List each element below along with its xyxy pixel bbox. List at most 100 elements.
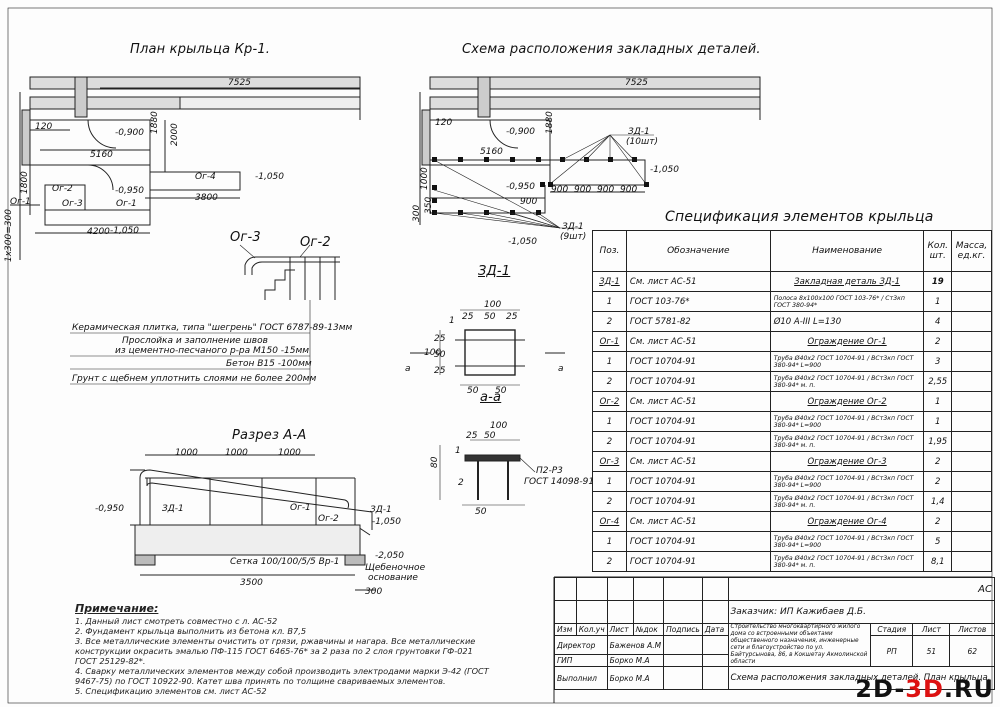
- zd1-dim-50b: 50: [434, 350, 446, 360]
- spec-cell-pos: 1: [592, 411, 627, 432]
- spec-cell-qty: 1: [923, 411, 952, 432]
- project-name: Строительство многоквартирного жилого до…: [727, 623, 872, 667]
- railing-sketch-linework: [239, 244, 340, 300]
- spec-cell-pos: Ог-1: [592, 331, 627, 352]
- spec-cell-pos: 2: [592, 371, 627, 392]
- plan-dim-7525: 7525: [228, 78, 251, 88]
- zd1-dim-25d: 25: [434, 366, 446, 376]
- spec-cell-designation: ГОСТ 10704-91: [625, 431, 771, 452]
- zd1-weld-gost: ГОСТ 14098-91: [524, 477, 595, 487]
- scheme-dim-1000: 1000: [420, 167, 430, 190]
- stage-value: РП: [870, 635, 914, 667]
- role-director: Директор: [554, 635, 608, 655]
- railing-label-og3: Ог-3: [230, 230, 261, 245]
- spec-cell-name: Труба Ø40х2 ГОСТ 10704-91 / ВСт3кп ГОСТ …: [769, 531, 925, 552]
- layer-4: Бетон В15 -100мм: [226, 359, 312, 369]
- stamp-col-list: Лист: [606, 623, 634, 636]
- plan-level-1050b: -1,050: [110, 226, 140, 236]
- zd1-aa-dim-80: 80: [430, 456, 440, 468]
- note-line: 1. Данный лист смотреть совместно с л. А…: [75, 616, 278, 626]
- spec-cell-name: Труба Ø40х2 ГОСТ 10704-91 / ВСт3кп ГОСТ …: [769, 371, 925, 392]
- spec-cell-name: Ограждение Ог-2: [769, 391, 925, 412]
- spec-cell-qty: 19: [923, 271, 952, 292]
- note-line: конструкции окрасить эмалью ПФ-115 ГОСТ …: [75, 646, 473, 656]
- spec-cell-designation: См. лист АС-51: [625, 391, 771, 412]
- scheme-zd1-bottom: ЗД-1: [562, 222, 584, 232]
- scheme-dim-900-5: 900: [520, 197, 538, 207]
- scheme-dim-7525: 7525: [625, 78, 648, 88]
- scheme-title: Схема расположения закладных деталей.: [462, 42, 761, 57]
- spec-cell-pos: 2: [592, 431, 627, 452]
- zd1-dim-100b: 100: [424, 348, 442, 358]
- spec-cell-name: Труба Ø40х2 ГОСТ 10704-91 / ВСт3кп ГОСТ …: [769, 431, 925, 452]
- sheets-header: Листов: [949, 623, 995, 636]
- spec-cell-name: Труба Ø40х2 ГОСТ 10704-91 / ВСт3кп ГОСТ …: [769, 351, 925, 372]
- stamp-col-ndoc: №док: [632, 623, 665, 636]
- sheet-value: 51: [912, 635, 951, 667]
- plan-level-0950: -0,950: [115, 186, 145, 196]
- section-dim-1000-b: 1000: [225, 448, 248, 458]
- notes-heading: Примечание:: [75, 602, 159, 615]
- scheme-dim-900-2: 900: [574, 185, 592, 195]
- spec-cell-qty: 1: [923, 291, 952, 312]
- sheets-value: 62: [949, 635, 995, 667]
- scheme-zd1-bottom-qty: (9шт): [560, 232, 587, 242]
- spec-cell-designation: См. лист АС-51: [625, 451, 771, 472]
- spec-cell-pos: 2: [592, 311, 627, 332]
- spec-cell-mass: [951, 511, 992, 532]
- spec-cell-mass: [951, 451, 992, 472]
- scheme-dim-1880: 1880: [545, 111, 555, 134]
- plan-linework: [10, 76, 361, 260]
- role-executor: Выполнил: [554, 666, 608, 690]
- watermark: 2D-3D.RU: [855, 675, 994, 703]
- plan-label-og3: Ог-3: [62, 199, 83, 209]
- plan-dim-1x300: 1х300=300: [4, 209, 14, 262]
- note-line: 3. Все металлические элементы очистить о…: [75, 636, 476, 646]
- spec-cell-qty: 2: [923, 451, 952, 472]
- note-line: 5. Спецификацию элементов см. лист АС-52: [75, 686, 267, 696]
- spec-cell-qty: 1,95: [923, 431, 952, 452]
- spec-cell-designation: См. лист АС-51: [625, 331, 771, 352]
- zd1-cut-a-right: а: [558, 364, 564, 374]
- plan-dim-4200: 4200: [87, 227, 110, 237]
- scheme-zd1-top: ЗД-1: [628, 127, 650, 137]
- spec-title: Спецификация элементов крыльца: [665, 209, 934, 225]
- spec-cell-qty: 1,4: [923, 491, 952, 512]
- zd1-dim-50c: 50: [467, 386, 479, 396]
- zd1-aa-dim-50b: 50: [475, 507, 487, 517]
- scheme-dim-900-4: 900: [620, 185, 638, 195]
- zd1-aa-pos-1: 1: [455, 446, 461, 456]
- plan-title: План крыльца Кр-1.: [130, 42, 271, 57]
- section-linework: [130, 454, 375, 591]
- section-level-0950: -0,950: [95, 504, 125, 514]
- spec-cell-designation: См. лист АС-51: [625, 271, 771, 292]
- stamp-col-signature: Подпись: [663, 623, 703, 636]
- notes-block: Примечание: 1. Данный лист смотреть совм…: [75, 602, 489, 696]
- layer-3: из цементно-песчаного р-ра М150 -15мм: [115, 346, 310, 356]
- spec-cell-pos: 2: [592, 551, 627, 572]
- spec-header-designation: Обозначение: [625, 230, 771, 272]
- spec-cell-designation: См. лист АС-51: [625, 511, 771, 532]
- note-line: 2. Фундамент крыльца выполнить из бетона…: [75, 626, 307, 636]
- spec-cell-pos: 1: [592, 531, 627, 552]
- section-og2: Ог-2: [318, 514, 339, 524]
- section-zd1-a: ЗД-1: [162, 504, 184, 514]
- zd1-dim-25c: 25: [434, 334, 446, 344]
- scheme-dim-350: 350: [424, 196, 434, 214]
- spec-cell-qty: 3: [923, 351, 952, 372]
- zd1-aa-title: а-а: [480, 390, 502, 405]
- sheet-title: Схема расположения закладных деталей. Пл…: [727, 666, 996, 690]
- spec-cell-qty: 2: [923, 331, 952, 352]
- spec-cell-designation: ГОСТ 103-76*: [625, 291, 771, 312]
- scheme-dim-5160: 5160: [480, 147, 503, 157]
- spec-cell-name: Ø10 А-III L=130: [769, 311, 925, 332]
- section-dim-3500: 3500: [240, 578, 263, 588]
- spec-cell-mass: [951, 491, 992, 512]
- zd1-weld-label: П2-Р3: [536, 466, 563, 476]
